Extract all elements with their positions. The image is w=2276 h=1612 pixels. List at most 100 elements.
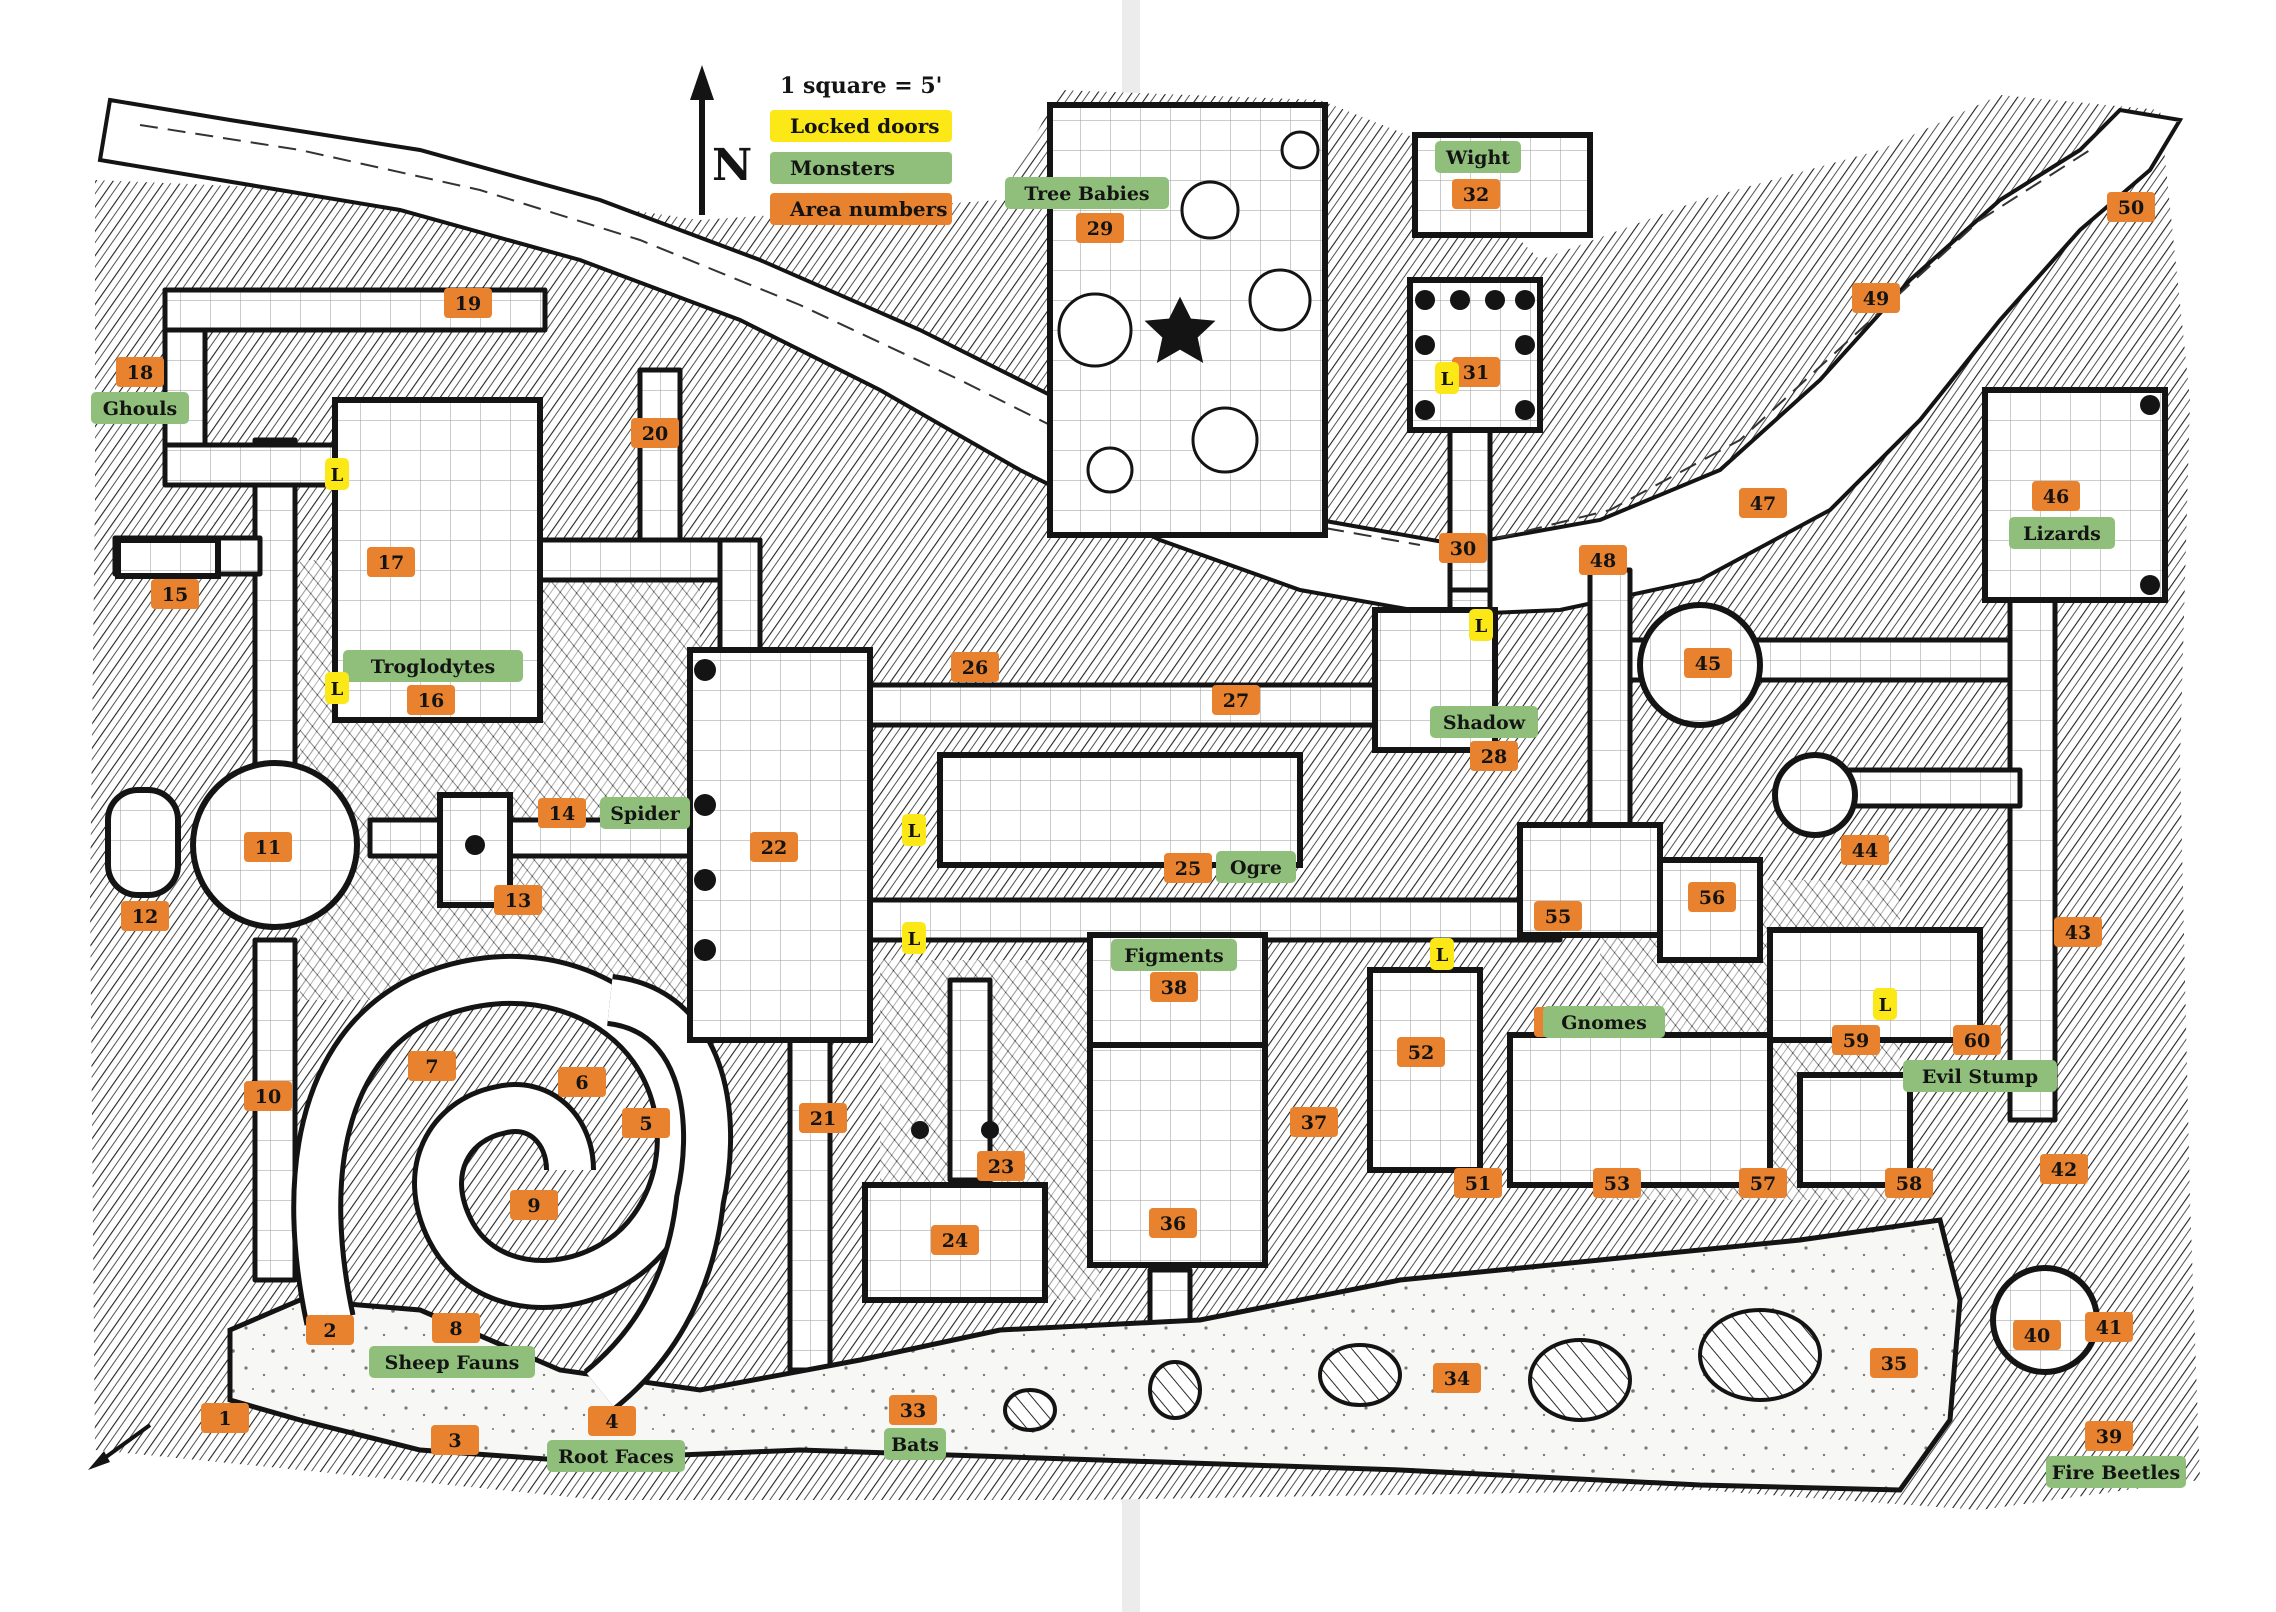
exit-arrow-icon [88,1423,152,1470]
area-number: 53 [1604,1173,1630,1195]
monster-label: Shadow [1430,706,1538,738]
locked-door-marker: L [1873,988,1897,1020]
area-number: 3 [448,1430,461,1452]
area-number: 10 [255,1086,281,1108]
locked-door-marker: L [325,672,349,704]
monster-name: Ghouls [103,398,177,420]
area-number-badge: 7 [408,1051,456,1081]
area-number-badge: 18 [116,357,164,387]
area-number: 12 [132,906,158,928]
area-number: 8 [449,1318,462,1340]
monster-name: Troglodytes [371,656,496,678]
north-letter: N [712,140,752,191]
area-number: 40 [2024,1325,2050,1347]
locked-door-marker: L [1435,362,1459,394]
area-number-badge: 27 [1212,685,1260,715]
area-number: 57 [1750,1173,1776,1195]
area-number: 15 [162,584,188,606]
area-number: 51 [1465,1173,1491,1195]
area-number-badge: 10 [244,1081,292,1111]
legend-item-label: Locked doors [790,114,940,138]
area-number: 28 [1481,746,1507,768]
lower-cavern [227,1217,1963,1493]
area-number: 13 [505,890,531,912]
monster-name: Shadow [1443,712,1526,734]
area-number: 22 [761,837,787,859]
area-number: 36 [1160,1213,1186,1235]
area-number-badge: 25 [1164,853,1212,883]
monster-label: Bats [884,1428,946,1460]
area-number-badge: 42 [2040,1154,2088,1184]
area-number-badge: 53 [1593,1168,1641,1198]
monster-label: Tree Babies [1005,177,1169,209]
area-number-badge: 47 [1739,488,1787,518]
area-number: 16 [418,690,444,712]
area-number: 23 [988,1156,1014,1178]
monster-name: Lizards [2023,523,2101,545]
area-number-badge: 21 [799,1103,847,1133]
area-number: 58 [1896,1173,1922,1195]
area-number: 47 [1750,493,1776,515]
area-number: 6 [575,1072,588,1094]
area-number-badge: 15 [151,579,199,609]
locked-door-letter: L [908,929,921,950]
area-number-badge: 20 [631,418,679,448]
area-number: 44 [1852,840,1878,862]
monster-label: Figments [1111,939,1237,971]
monster-label: Evil Stump [1903,1060,2057,1092]
area-number: 20 [642,423,668,445]
area-number-badge: 12 [121,901,169,931]
locked-door-letter: L [1441,369,1454,390]
area-number: 34 [1444,1368,1470,1390]
area-number-badge: 52 [1397,1037,1445,1067]
area-number-badge: 28 [1470,741,1518,771]
monster-label: Gnomes [1543,1006,1665,1038]
area-number-badge: 38 [1150,972,1198,1002]
area-number: 48 [1590,550,1616,572]
area-number: 2 [323,1320,336,1342]
monster-label: Ghouls [91,392,189,424]
area-number: 26 [962,657,988,679]
area-number-badge: 17 [367,547,415,577]
area-number-badge: 45 [1684,648,1732,678]
area-number-badge: 58 [1885,1168,1933,1198]
spiral-passage [291,954,734,1411]
monster-name: Wight [1445,147,1510,169]
legend-item-label: Area numbers [789,197,947,221]
monster-label: Spider [600,797,690,829]
area-number-badge: 39 [2085,1421,2133,1451]
monster-name: Tree Babies [1024,183,1149,205]
area-number: 1 [218,1408,231,1430]
area-number: 56 [1699,887,1725,909]
area-number-badge: 48 [1579,545,1627,575]
monster-label: Sheep Fauns [369,1346,535,1378]
legend-item: Area numbers [770,193,952,225]
area-number-badge: 8 [432,1313,480,1343]
area-number-badge: 29 [1076,213,1124,243]
locked-door-letter: L [908,821,921,842]
area-number: 60 [1964,1030,1990,1052]
scale-text: 1 square = 5' [780,73,942,99]
monster-name: Gnomes [1561,1012,1647,1034]
area-number-badge: 40 [2013,1320,2061,1350]
area-number: 11 [255,837,281,859]
area-number-badge: 26 [951,652,999,682]
monster-name: Evil Stump [1922,1066,2038,1088]
monster-name: Root Faces [558,1446,674,1468]
area-number-badge: 59 [1832,1025,1880,1055]
monster-label: Troglodytes [343,650,523,682]
area-number: 38 [1161,977,1187,999]
area-number-badge: 43 [2054,917,2102,947]
locked-door-marker: L [1430,938,1454,970]
area-number-badge: 57 [1739,1168,1787,1198]
area-number-badge: 30 [1439,533,1487,563]
area-labels: 1234567891011121314151617181920212223242… [116,179,2155,1455]
area-number-badge: 22 [750,832,798,862]
monster-name: Fire Beetles [2052,1462,2180,1484]
garden-trees [1057,130,1320,494]
area-number-badge: 41 [2085,1312,2133,1342]
area-number: 24 [942,1230,968,1252]
area-number: 4 [605,1411,618,1433]
